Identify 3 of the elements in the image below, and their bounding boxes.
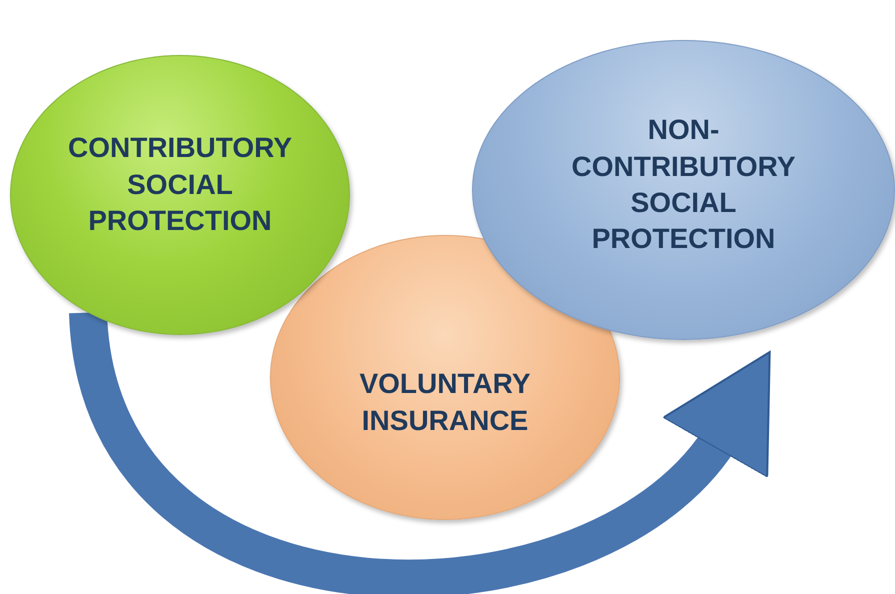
node-label: VOLUNTARY INSURANCE	[358, 367, 532, 438]
node-label: NON-CONTRIBUTORY SOCIAL PROTECTION	[570, 113, 796, 256]
node-label: CONTRIBUTORY SOCIAL PROTECTION	[67, 131, 293, 238]
